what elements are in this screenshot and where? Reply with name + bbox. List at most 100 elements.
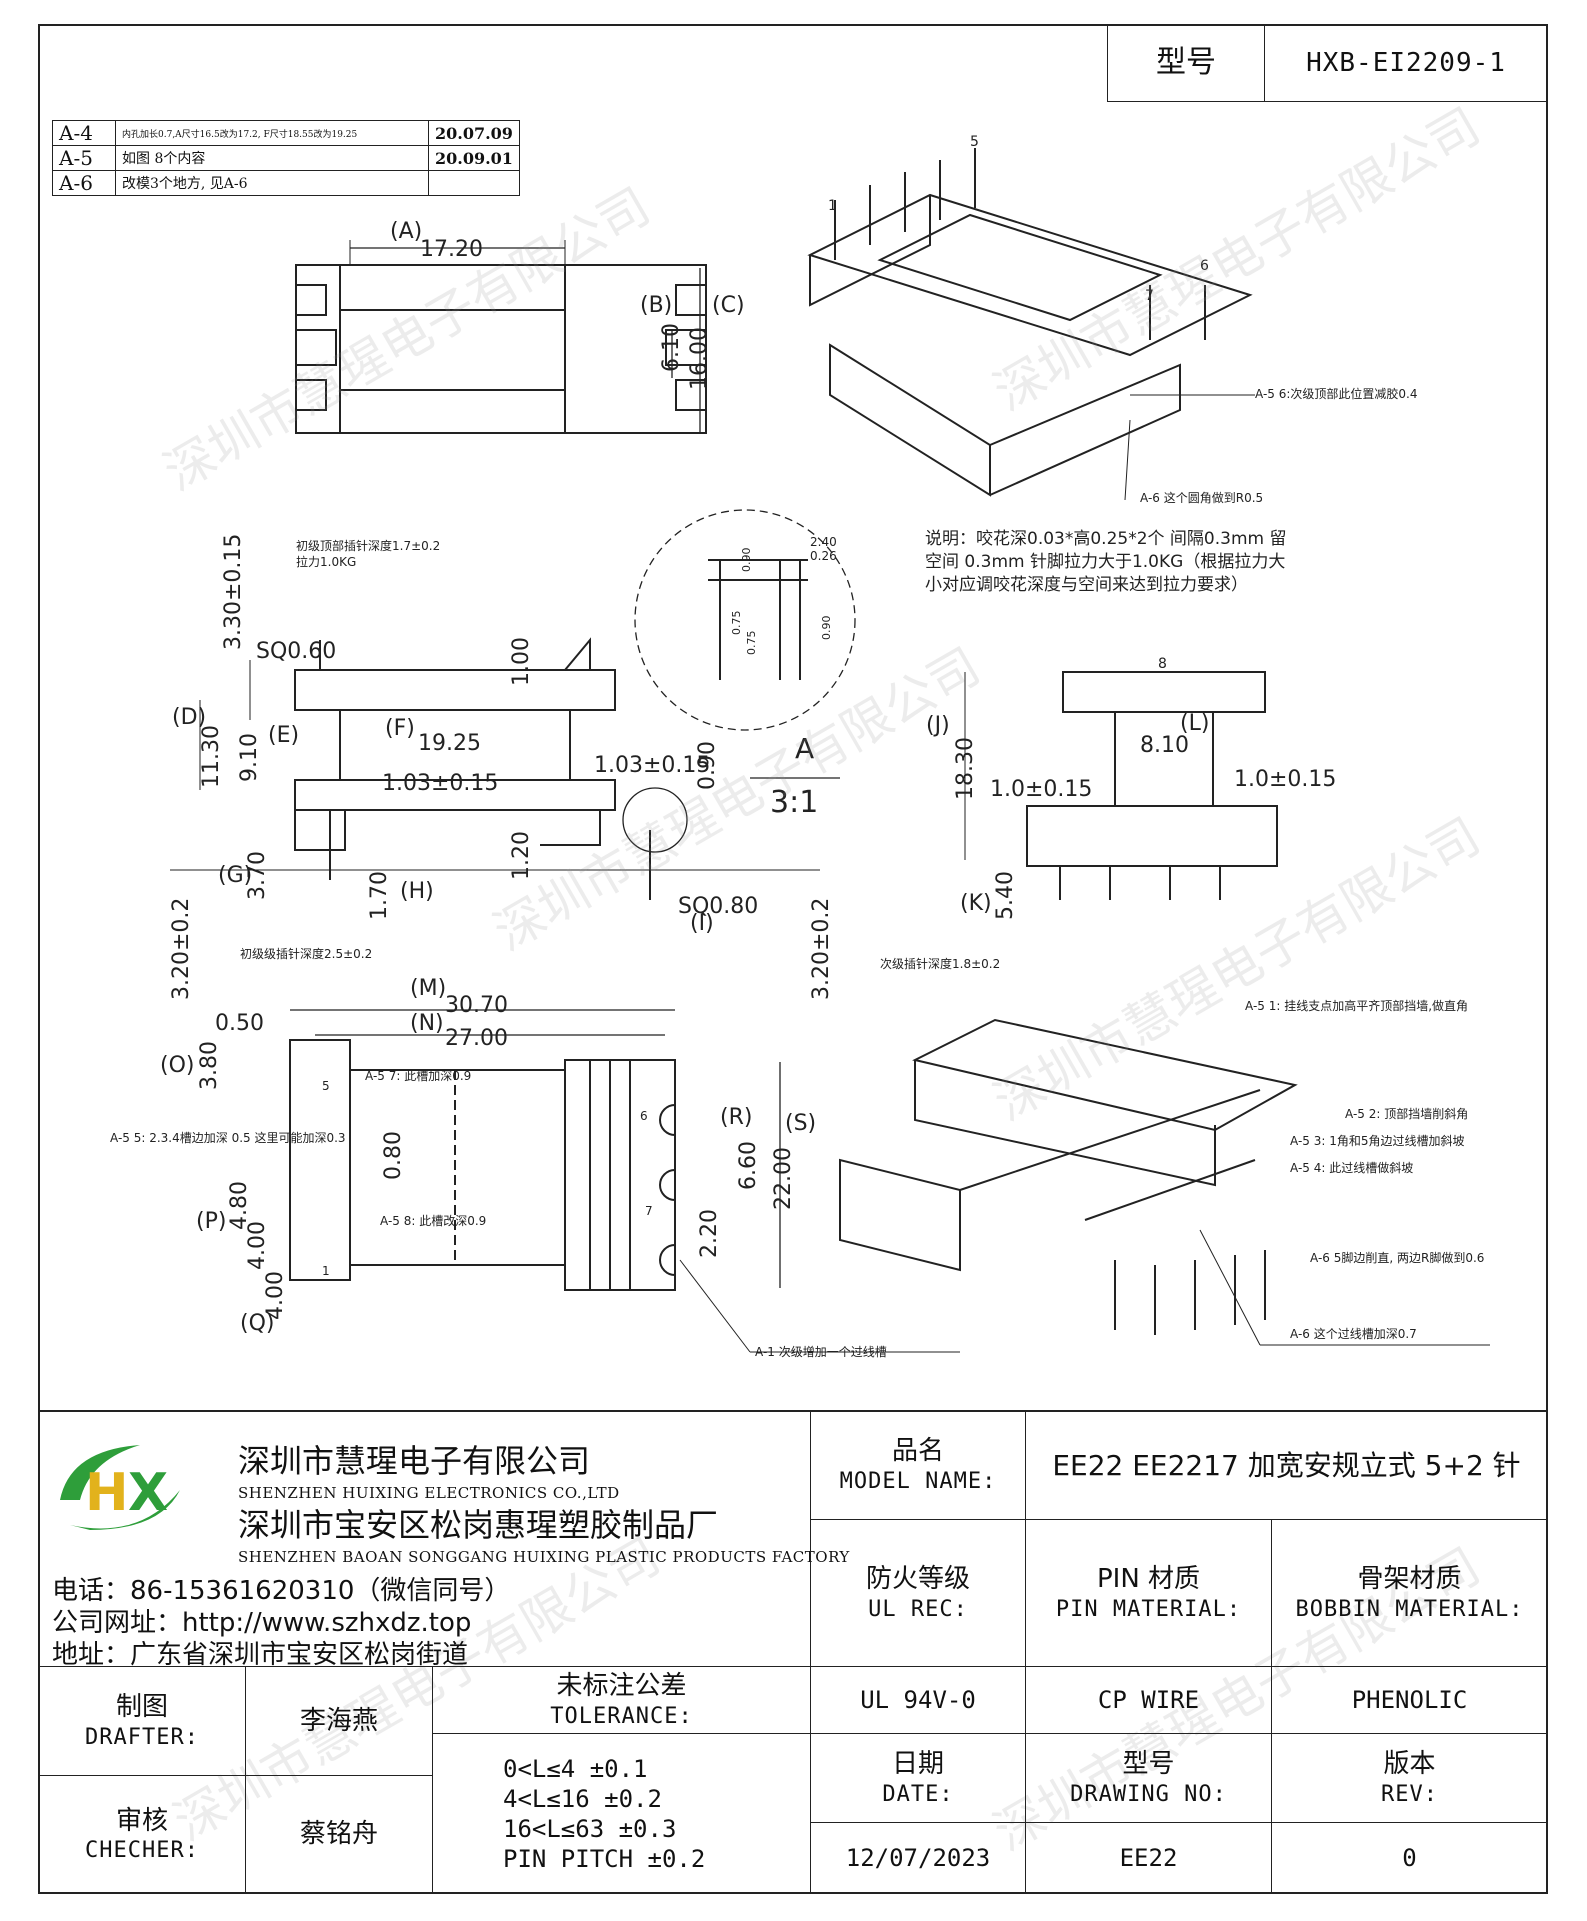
rev-label-cell: 版本 REV: bbox=[1271, 1733, 1548, 1823]
note-secondary-pin: 次级插针深度1.8±0.2 bbox=[880, 956, 1000, 971]
dim-r-value: 6.60 bbox=[736, 1141, 761, 1190]
note-a5-1: A-5 1: 挂线支点加高平齐顶部挡墙,做直角 bbox=[1245, 998, 1468, 1013]
note-a5-3: A-5 3: 1角和5角边过线槽加斜坡 bbox=[1290, 1134, 1465, 1148]
drafter-en: DRAFTER: bbox=[85, 1724, 199, 1750]
explanation-line-2: 空间 0.3mm 针脚拉力大于1.0KG（根据拉力大 bbox=[925, 552, 1285, 572]
detail-075a: 0.75 bbox=[730, 611, 743, 636]
model-name-en: MODEL NAME: bbox=[839, 1468, 997, 1494]
rev-cn: 版本 bbox=[1383, 1749, 1436, 1779]
logo-graphic: H X bbox=[60, 1445, 180, 1530]
checker-value: 蔡铭舟 bbox=[299, 1819, 378, 1850]
model-name-value: EE22 EE2217 加宽安规立式 5+2 针 bbox=[1052, 1448, 1521, 1482]
rev-date bbox=[428, 170, 520, 196]
dim-q-value: 4.00 bbox=[245, 1221, 270, 1270]
explanation-line-1: 说明：咬花深0.03*高0.25*2个 间隔0.3mm 留 bbox=[925, 529, 1286, 549]
logo-letter-h: H bbox=[85, 1463, 129, 1523]
rev-value-cell: 0 bbox=[1271, 1822, 1548, 1894]
header-model-label: 型号 bbox=[1156, 45, 1216, 81]
dim-o-label: (O) bbox=[160, 1053, 194, 1078]
bottom-pin5: 5 bbox=[322, 1079, 330, 1093]
rev-en: REV: bbox=[1381, 1781, 1438, 1807]
dim-d-label: (D) bbox=[172, 705, 206, 730]
note-a6-corner: A-6 这个圆角做到R0.5 bbox=[1140, 490, 1263, 505]
company-logo: H X bbox=[50, 1430, 190, 1540]
dim-m-value: 30.70 bbox=[445, 993, 508, 1018]
drawing-no-value: EE22 bbox=[1119, 1844, 1178, 1872]
dim-120: 1.20 bbox=[509, 831, 534, 880]
bottom-pin1: 1 bbox=[322, 1264, 330, 1278]
model-name-label-cell: 品名 MODEL NAME: bbox=[810, 1410, 1026, 1520]
rev-id: A-4 bbox=[52, 120, 116, 146]
dim-h-value: 1.70 bbox=[367, 871, 392, 920]
detail-a-label: A bbox=[795, 732, 814, 765]
date-en: DATE: bbox=[882, 1781, 954, 1807]
tolerance-line: 0<L≤4 ±0.1 bbox=[503, 1754, 648, 1783]
ul-value-cell: UL 94V-0 bbox=[810, 1666, 1026, 1734]
drawing-no-value-cell: EE22 bbox=[1025, 1822, 1272, 1894]
drawing-no-en: DRAWING NO: bbox=[1070, 1781, 1227, 1807]
detail-075b: 0.75 bbox=[745, 631, 758, 656]
ul-value: UL 94V-0 bbox=[860, 1686, 976, 1714]
date-label-cell: 日期 DATE: bbox=[810, 1733, 1026, 1823]
bobbin-material-label-cell: 骨架材质 BOBBIN MATERIAL: bbox=[1271, 1519, 1548, 1667]
detail-026: 0.26 bbox=[810, 549, 837, 563]
date-value-cell: 12/07/2023 bbox=[810, 1822, 1026, 1894]
dim-k-value: 5.40 bbox=[993, 871, 1018, 920]
dim-l-label: (L) bbox=[1180, 711, 1209, 736]
dim-h-label: (H) bbox=[400, 879, 434, 904]
dim-103a: 1.03±0.15 bbox=[382, 771, 498, 796]
company-address: 地址：广东省深圳市宝安区松岗街道 bbox=[52, 1640, 469, 1670]
factory-name-cn: 深圳市宝安区松岗惠瑆塑胶制品厂 bbox=[238, 1506, 719, 1544]
iso-pin7: 7 bbox=[1145, 288, 1154, 304]
pin-material-cn: PIN 材质 bbox=[1096, 1564, 1201, 1594]
dim-b-label: (B) bbox=[640, 293, 672, 318]
dim-d-value: 11.30 bbox=[199, 725, 224, 788]
note-a5-4: A-5 4: 此过线槽做斜坡 bbox=[1290, 1160, 1413, 1175]
dim-m-label: (M) bbox=[410, 976, 446, 1001]
dim-g-value: 3.70 bbox=[245, 851, 270, 900]
detail-090b: 0.90 bbox=[820, 616, 833, 641]
tolerance-line: PIN PITCH ±0.2 bbox=[503, 1844, 706, 1873]
ul-cn: 防火等级 bbox=[865, 1564, 970, 1594]
dim-n-value: 27.00 bbox=[445, 1026, 508, 1051]
dim-100: 1.00 bbox=[509, 637, 534, 686]
note-a5-6: A-5 6:次级顶部此位置减胶0.4 bbox=[1255, 386, 1418, 401]
dim-s-value: 22.00 bbox=[771, 1147, 796, 1210]
date-value: 12/07/2023 bbox=[845, 1844, 991, 1872]
bottom-view bbox=[289, 1009, 781, 1291]
rev-desc: 改模3个地方, 见A-6 bbox=[115, 170, 429, 196]
dim-090: 0.90 bbox=[695, 741, 720, 790]
drafter-cn: 制图 bbox=[115, 1692, 168, 1722]
bottom-pin6: 6 bbox=[640, 1109, 648, 1123]
end-view bbox=[964, 671, 1278, 900]
tolerance-values-cell: 0<L≤4 ±0.1 4<L≤16 ±0.2 16<L≤63 ±0.3 PIN … bbox=[432, 1733, 811, 1894]
dim-320b: 3.20±0.2 bbox=[809, 898, 834, 1000]
dim-n-label: (N) bbox=[410, 1011, 444, 1036]
ul-en: UL REC: bbox=[868, 1596, 968, 1622]
rev-id: A-6 bbox=[52, 170, 116, 196]
model-name-cn: 品名 bbox=[891, 1436, 944, 1466]
detail-240: 2.40 bbox=[810, 535, 837, 549]
iso-pin1: 1 bbox=[828, 198, 837, 214]
detail-a-view bbox=[634, 509, 856, 779]
checker-label-cell: 审核 CHECHER: bbox=[38, 1775, 246, 1894]
tolerance-label-cell: 未标注公差 TOLERANCE: bbox=[432, 1666, 811, 1734]
bottom-pin7: 7 bbox=[645, 1204, 653, 1218]
dim-c-label: (C) bbox=[712, 293, 745, 318]
top-view bbox=[295, 240, 707, 434]
bobbin-material-cn: 骨架材质 bbox=[1357, 1564, 1462, 1594]
dim-e-value: 9.10 bbox=[237, 733, 262, 782]
technical-drawing: (A) 17.20 (B) 6.10 (C) 16.00 1 5 6 7 A-5… bbox=[110, 134, 1490, 1359]
dim-p-value: 4.80 bbox=[227, 1181, 252, 1230]
drawing-no-cn: 型号 bbox=[1122, 1749, 1175, 1779]
iso-pin5: 5 bbox=[970, 134, 979, 150]
side-view bbox=[170, 637, 820, 900]
tolerance-en: TOLERANCE: bbox=[550, 1703, 693, 1729]
note-pull: 拉力1.0KG bbox=[296, 554, 356, 569]
tolerance-cn: 未标注公差 bbox=[556, 1671, 687, 1701]
dim-q2-value: 4.00 bbox=[263, 1271, 288, 1320]
dim-320a: 3.20±0.2 bbox=[169, 898, 194, 1000]
drafter-label-cell: 制图 DRAFTER: bbox=[38, 1666, 246, 1776]
